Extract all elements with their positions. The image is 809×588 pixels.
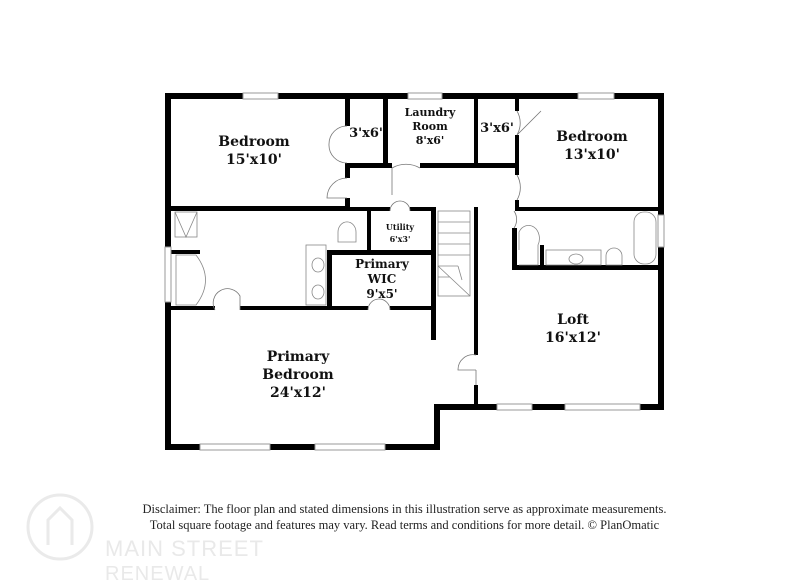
utility-name: Utility [386,222,414,232]
wic-size: 9'x5' [366,287,397,301]
closet-right-size: 3'x6' [480,121,514,136]
wic-name-1: Primary [355,257,410,271]
vanity-right [545,249,602,266]
wic-name-2: WIC [367,272,397,286]
bedroom-left-size: 15'x10' [226,152,282,168]
closet-left-size: 3'x6' [349,126,383,141]
primary-bedroom-name-2: Bedroom [262,367,334,383]
bedroom-right-size: 13'x10' [564,147,620,163]
watermark-line1: MAIN STREET [105,536,264,561]
bedroom-right-name: Bedroom [556,129,628,145]
primary-bedroom-size: 24'x12' [270,385,326,401]
shower [174,211,198,238]
toilet [337,221,357,243]
laundry-name-1: Laundry [405,106,456,119]
stairs [437,210,471,297]
laundry-name-2: Room [412,120,448,133]
bedroom-left-name: Bedroom [218,134,290,150]
laundry-size: 8'x6' [416,134,445,147]
tub-right [633,211,657,265]
room-labels: Bedroom 15'x10' 3'x6' Laundry Room 8'x6'… [218,106,628,401]
loft-size: 16'x12' [545,330,601,346]
utility-size: 6'x3' [390,234,411,244]
disclaimer-line2: Total square footage and features may va… [149,518,660,532]
vanity [305,244,327,306]
windows [164,92,665,451]
primary-bedroom-name-1: Primary [267,349,330,365]
disclaimer-line1: Disclaimer: The floor plan and stated di… [142,502,667,516]
loft-name: Loft [557,312,589,328]
tub-left [175,254,206,306]
fixtures [174,210,657,306]
doors [212,110,542,385]
watermark-line2: RENEWAL [105,563,211,585]
watermark-logo-icon [26,493,94,561]
